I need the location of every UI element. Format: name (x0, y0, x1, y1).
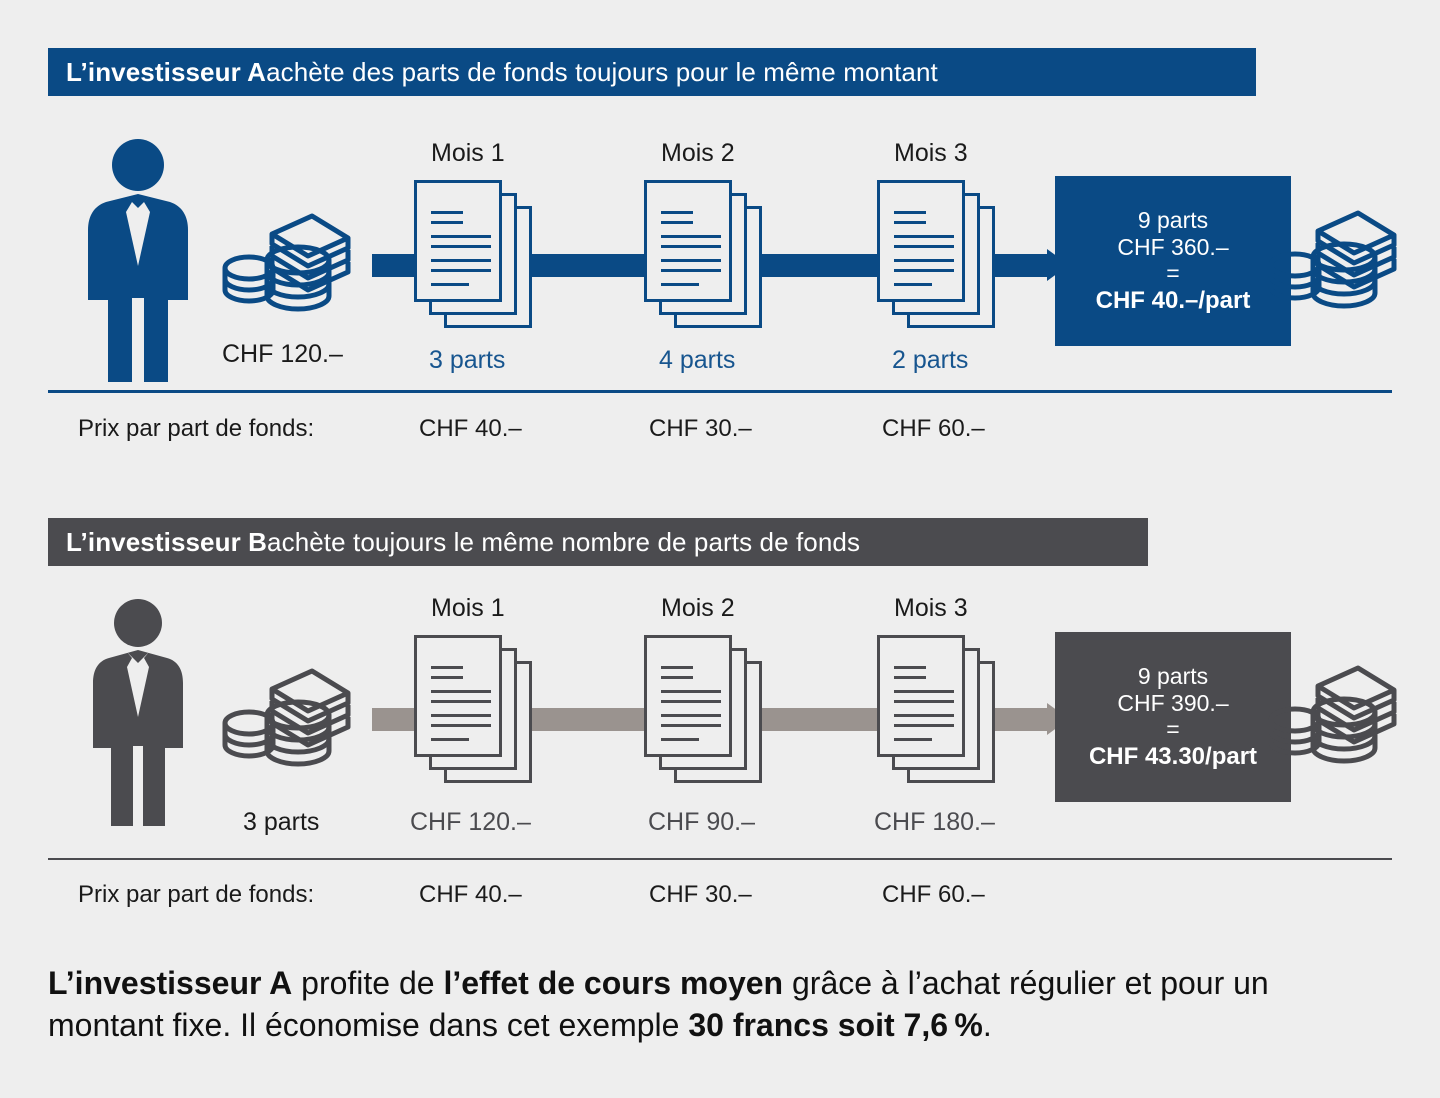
price-label-a-1: CHF 40.– (419, 415, 522, 442)
investment-amount-a: CHF 120.– (222, 340, 343, 368)
result-b-line2: CHF 390.– (1117, 689, 1229, 716)
result-b-line3: = (1166, 716, 1180, 743)
section-b-header: L’investisseur B achète toujours le même… (48, 518, 1148, 566)
documents-a-3 (877, 180, 995, 328)
caption-bold-1: L’investisseur A (48, 965, 293, 1001)
section-a-header-bold: L’investisseur A (66, 56, 267, 87)
money-stack-b (222, 663, 352, 773)
money-stack-icon (222, 668, 351, 767)
cost-label-b-3: CHF 180.– (874, 808, 995, 836)
shares-label-a-3: 2 parts (892, 346, 969, 374)
section-a-header: L’investisseur A achète des parts de fon… (48, 48, 1256, 96)
section-b-header-bold: L’investisseur B (66, 526, 268, 557)
result-a-line1: 9 parts (1137, 206, 1209, 233)
result-a-line2: CHF 360.– (1117, 233, 1229, 260)
money-stack-a-result (1268, 205, 1398, 315)
caption-text-3: . (982, 1007, 992, 1044)
month-label-b-1: Mois 1 (431, 594, 505, 622)
document-sheet-front (414, 635, 502, 757)
businessman-icon (93, 599, 183, 826)
caption-text-1: profite de (292, 965, 444, 1001)
documents-b-2 (644, 635, 762, 783)
document-sheet-front (644, 635, 732, 757)
documents-b-1 (414, 635, 532, 783)
month-label-a-2: Mois 2 (661, 139, 735, 167)
businessman-icon (88, 139, 188, 382)
investor-a-figure (78, 138, 198, 386)
cost-label-b-2: CHF 90.– (648, 808, 755, 836)
shares-label-a-2: 4 parts (659, 346, 736, 374)
price-label-a-2: CHF 30.– (649, 415, 752, 442)
documents-b-3 (877, 635, 995, 783)
document-sheet-front (414, 180, 502, 302)
caption-bold-2: l’effet de cours moyen (443, 965, 784, 1001)
month-label-b-2: Mois 2 (661, 594, 735, 622)
summary-caption: L’investisseur A profite de l’effet de c… (48, 962, 1368, 1046)
section-b-header-rest: achète toujours le même nombre de parts … (267, 526, 861, 557)
document-sheet-front (644, 180, 732, 302)
price-row-label-a: Prix par part de fonds: (78, 415, 315, 442)
result-a-line4: CHF 40.–/part (1095, 287, 1251, 315)
documents-a-1 (414, 180, 532, 328)
result-b-line1: 9 parts (1137, 662, 1209, 689)
caption-bold-3: 30 francs soit 7,6 % (688, 1007, 983, 1044)
money-stack-b-result (1268, 660, 1398, 770)
money-stack-a (222, 208, 352, 318)
divider-b (48, 858, 1392, 860)
price-label-b-1: CHF 40.– (419, 881, 522, 908)
section-a-header-rest: achète des parts de fonds toujours pour … (266, 56, 938, 87)
money-stack-icon (1268, 665, 1397, 764)
investment-amount-b: 3 parts (243, 808, 320, 836)
price-row-label-b: Prix par part de fonds: (78, 881, 315, 908)
price-label-b-3: CHF 60.– (882, 881, 985, 908)
price-label-b-2: CHF 30.– (649, 881, 752, 908)
shares-label-a-1: 3 parts (429, 346, 506, 374)
document-sheet-front (877, 180, 965, 302)
investor-b-figure (84, 598, 192, 830)
document-sheet-front (877, 635, 965, 757)
result-a-line3: = (1166, 260, 1180, 287)
result-box-b: 9 parts CHF 390.– = CHF 43.30/part (1055, 632, 1291, 802)
divider-a (48, 390, 1392, 393)
money-stack-icon (1268, 210, 1397, 309)
month-label-b-3: Mois 3 (894, 594, 968, 622)
caption-text-2: grâce à l’achat régulier et pour un mont… (48, 965, 1269, 1044)
documents-a-2 (644, 180, 762, 328)
month-label-a-1: Mois 1 (431, 139, 505, 167)
price-label-a-3: CHF 60.– (882, 415, 985, 442)
month-label-a-3: Mois 3 (894, 139, 968, 167)
result-b-line4: CHF 43.30/part (1088, 743, 1258, 771)
money-stack-icon (222, 213, 351, 312)
result-box-a: 9 parts CHF 360.– = CHF 40.–/part (1055, 176, 1291, 346)
cost-label-b-1: CHF 120.– (410, 808, 531, 836)
